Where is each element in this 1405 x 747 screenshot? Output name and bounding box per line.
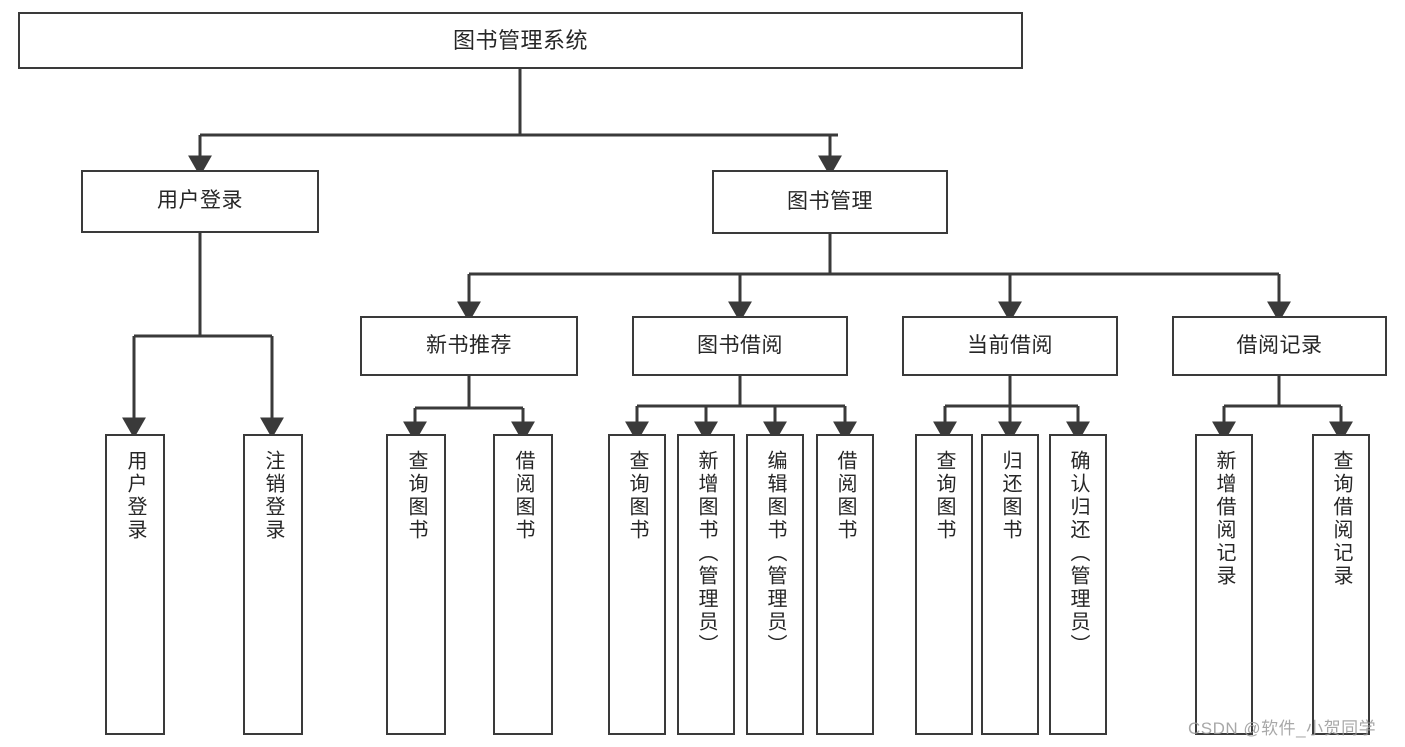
leaf-node-query-book-recommend[interactable]: 查询图书 bbox=[386, 434, 446, 735]
node-label: 用户登录 bbox=[157, 189, 243, 213]
watermark-text: CSDN @软件_小贺同学 bbox=[1188, 719, 1377, 738]
leaf-node-edit-book-admin[interactable]: 编辑图书（管理员） bbox=[746, 434, 804, 735]
leaf-node-borrow-book-recommend[interactable]: 借阅图书 bbox=[493, 434, 553, 735]
node-label: 借阅图书 bbox=[512, 450, 534, 542]
leaf-node-query-book-current[interactable]: 查询图书 bbox=[915, 434, 973, 735]
node-label: 当前借阅 bbox=[967, 333, 1053, 357]
node-label: 新增图书（管理员） bbox=[695, 450, 717, 657]
node-root-book-management-system[interactable]: 图书管理系统 bbox=[18, 12, 1023, 69]
node-user-login[interactable]: 用户登录 bbox=[81, 170, 319, 233]
node-label: 查询图书 bbox=[626, 450, 648, 542]
node-label: 用户登录 bbox=[124, 450, 146, 542]
node-borrow-record[interactable]: 借阅记录 bbox=[1172, 316, 1387, 376]
leaf-node-add-book-admin[interactable]: 新增图书（管理员） bbox=[677, 434, 735, 735]
node-label: 图书借阅 bbox=[697, 333, 783, 357]
leaf-node-confirm-return-admin[interactable]: 确认归还（管理员） bbox=[1049, 434, 1107, 735]
node-label: 借阅记录 bbox=[1236, 333, 1323, 357]
leaf-node-query-borrow-record[interactable]: 查询借阅记录 bbox=[1312, 434, 1370, 735]
node-label: 新增借阅记录 bbox=[1213, 450, 1235, 588]
node-label: 新书推荐 bbox=[426, 333, 512, 357]
node-label: 查询借阅记录 bbox=[1330, 450, 1352, 588]
node-book-management[interactable]: 图书管理 bbox=[712, 170, 948, 234]
node-label: 编辑图书（管理员） bbox=[764, 450, 786, 657]
leaf-node-return-book[interactable]: 归还图书 bbox=[981, 434, 1039, 735]
node-label: 归还图书 bbox=[999, 450, 1021, 542]
node-label: 借阅图书 bbox=[834, 450, 856, 542]
node-label: 图书管理系统 bbox=[452, 27, 588, 53]
node-book-borrow[interactable]: 图书借阅 bbox=[632, 316, 848, 376]
leaf-node-logout[interactable]: 注销登录 bbox=[243, 434, 303, 735]
node-label: 注销登录 bbox=[262, 450, 284, 542]
leaf-node-user-login[interactable]: 用户登录 bbox=[105, 434, 165, 735]
leaf-node-borrow-book[interactable]: 借阅图书 bbox=[816, 434, 874, 735]
node-label: 确认归还（管理员） bbox=[1067, 450, 1089, 657]
node-label: 查询图书 bbox=[933, 450, 955, 542]
node-label: 图书管理 bbox=[787, 189, 873, 213]
leaf-node-query-book-borrow[interactable]: 查询图书 bbox=[608, 434, 666, 735]
node-current-borrow[interactable]: 当前借阅 bbox=[902, 316, 1118, 376]
node-label: 查询图书 bbox=[405, 450, 427, 542]
node-new-book-recommend[interactable]: 新书推荐 bbox=[360, 316, 578, 376]
leaf-node-add-borrow-record[interactable]: 新增借阅记录 bbox=[1195, 434, 1253, 735]
